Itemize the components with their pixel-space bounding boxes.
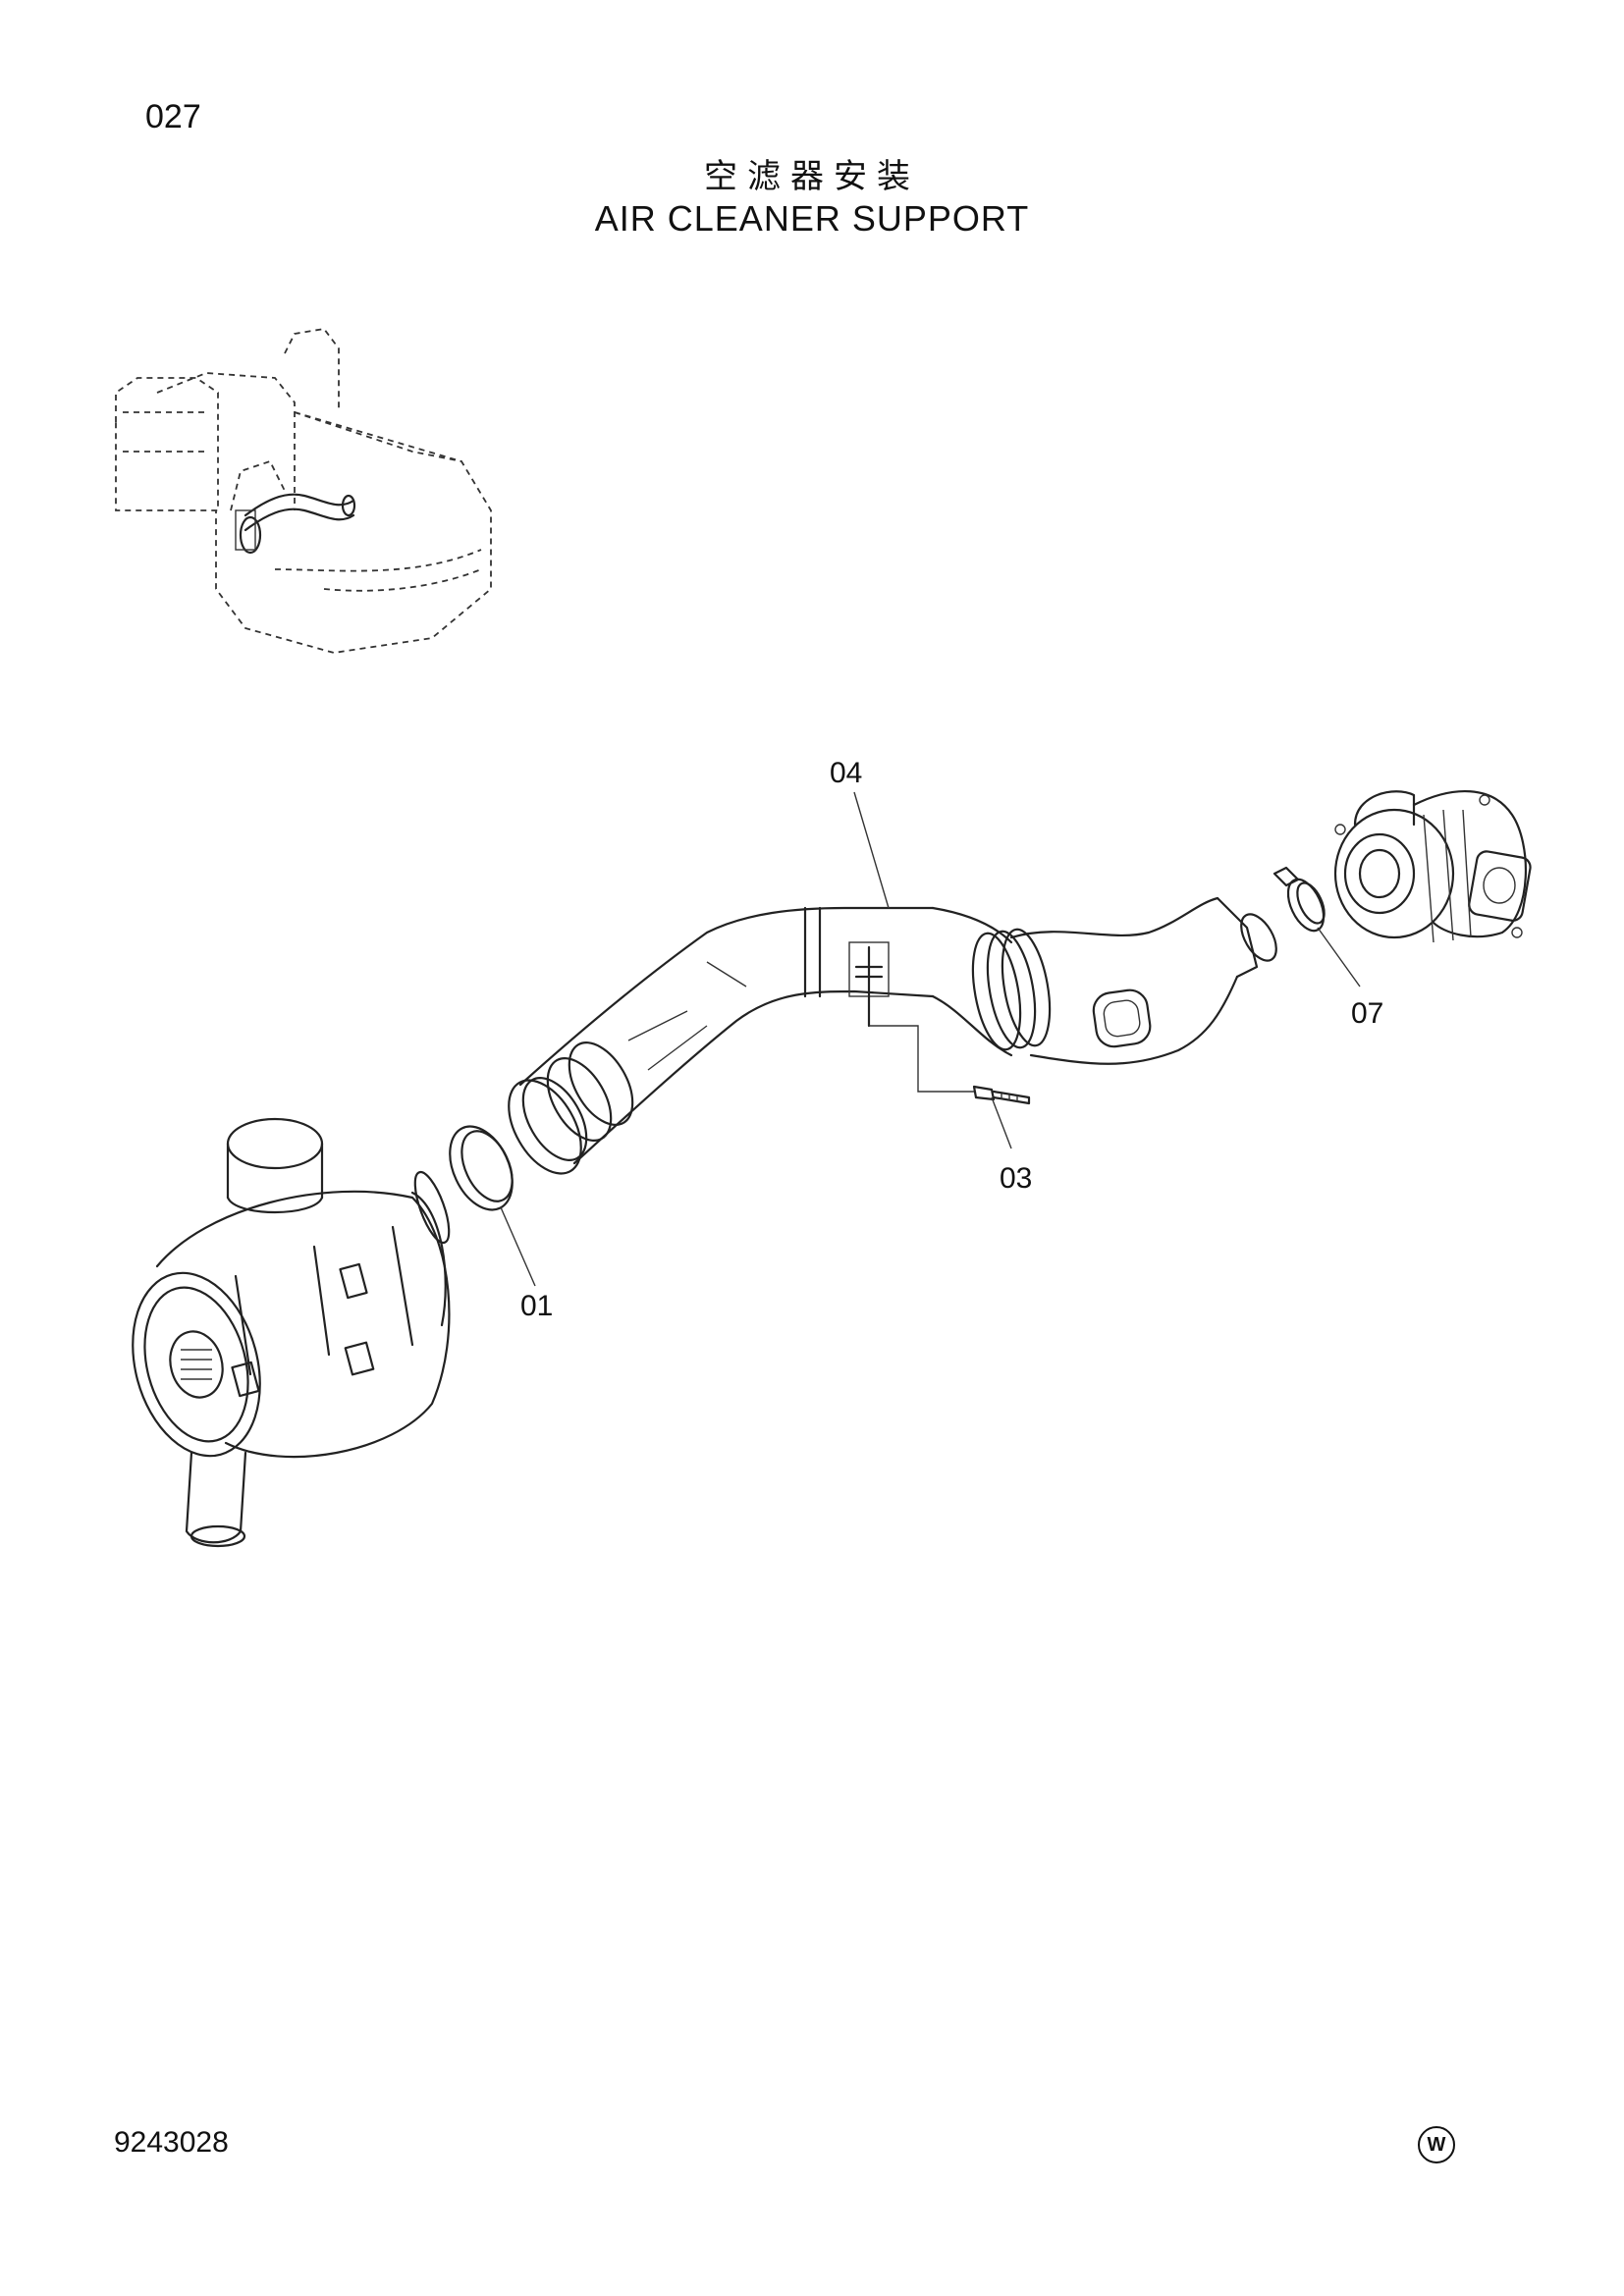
part-07-clamp <box>1272 866 1326 933</box>
part-01-clamp <box>449 1125 514 1211</box>
callout-04: 04 <box>830 757 862 789</box>
part-04-intake-hose <box>508 896 1277 1175</box>
title-chinese: 空滤器安装 <box>704 157 920 196</box>
leader-04 <box>853 791 890 909</box>
leader-03-hidden <box>869 1025 974 1093</box>
w-mark: W <box>1418 2126 1455 2163</box>
callout-03: 03 <box>1000 1162 1032 1195</box>
leader-03 <box>991 1096 1012 1149</box>
document-number: 9243028 <box>114 2126 229 2159</box>
part-03-bolt <box>972 1085 1031 1105</box>
title-english: AIR CLEANER SUPPORT <box>594 198 1030 239</box>
page-number: 027 <box>145 98 201 135</box>
callout-01: 01 <box>520 1290 553 1322</box>
turbocharger <box>1333 789 1532 943</box>
callout-07: 07 <box>1351 997 1383 1030</box>
leader-07 <box>1317 927 1361 988</box>
air-cleaner-body <box>132 1117 451 1548</box>
leader-01 <box>500 1206 536 1287</box>
excavator-locator-thumbnail <box>115 328 492 654</box>
